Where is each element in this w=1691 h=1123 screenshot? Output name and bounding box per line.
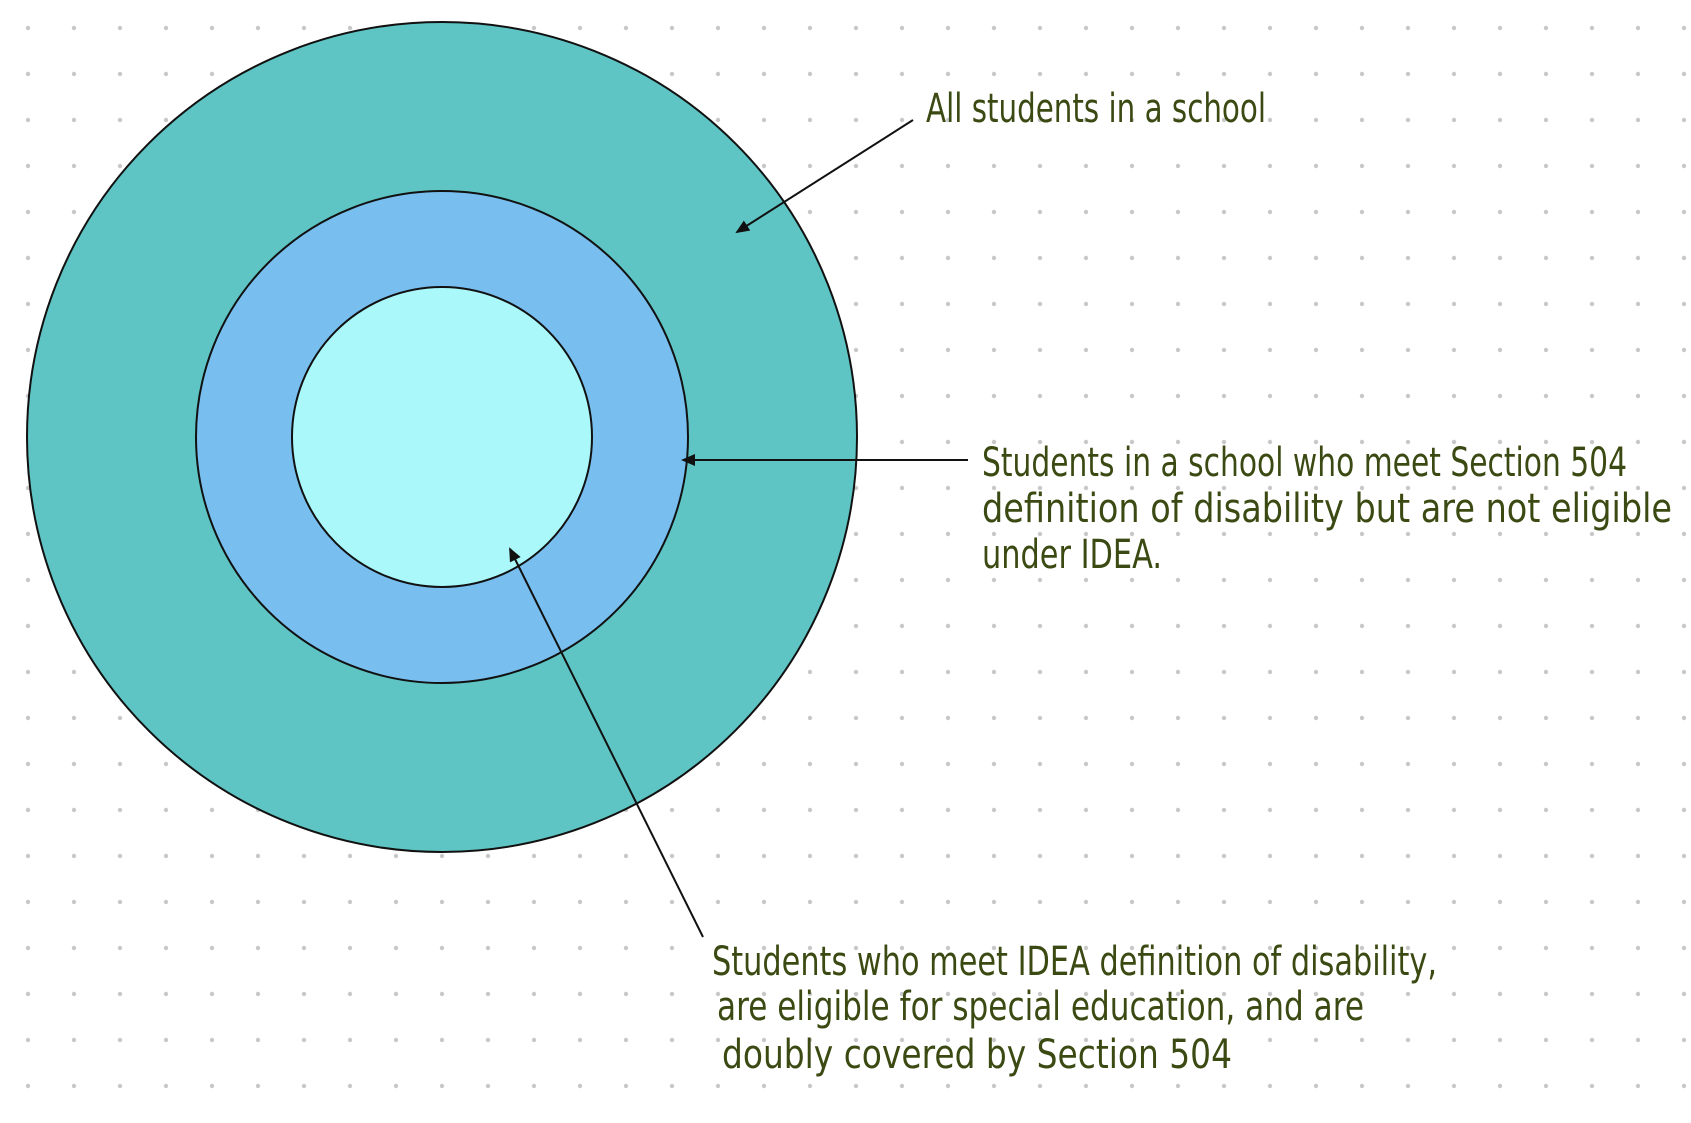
- label-section-504-line-3: under IDEA.: [982, 532, 1162, 578]
- inner-circle-idea-eligible: [291, 286, 593, 588]
- label-idea-line-1: Students who meet IDEA definition of dis…: [712, 939, 1437, 985]
- label-section-504-line-2: definition of disability but are not eli…: [982, 486, 1672, 532]
- label-idea-line-3: doubly covered by Section 504: [722, 1032, 1232, 1078]
- label-idea-eligible: Students who meet IDEA definition of dis…: [712, 939, 1450, 1078]
- label-idea-line-2: are eligible for special education, and …: [717, 984, 1364, 1030]
- label-all-students: All students in a school: [926, 86, 1266, 132]
- label-all-students-line: All students in a school: [926, 86, 1266, 132]
- arrow-all-students: [735, 119, 914, 234]
- label-section-504-only: Students in a school who meet Section 50…: [982, 440, 1685, 578]
- label-section-504-line-1: Students in a school who meet Section 50…: [982, 440, 1627, 486]
- arrow-idea-eligible: [509, 547, 704, 938]
